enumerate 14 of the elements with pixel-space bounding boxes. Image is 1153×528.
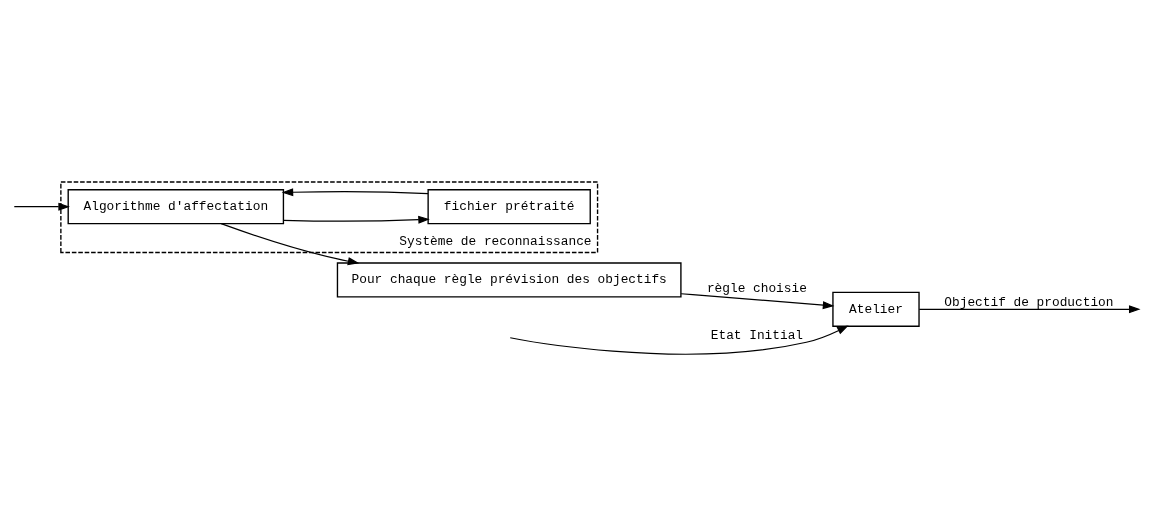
edge-label: règle choisie	[706, 280, 807, 296]
node-box: Atelier	[832, 291, 920, 327]
arrow	[13, 202, 70, 211]
node-box: Algorithme d'affectation	[67, 188, 285, 224]
arrow	[509, 324, 849, 355]
edge-label: Objectif de production	[944, 294, 1114, 310]
arrow	[680, 292, 835, 309]
arrow	[282, 215, 430, 224]
edge-label: Etat Initial	[710, 327, 804, 343]
node-box: fichier prétraité	[427, 188, 591, 224]
arrow	[918, 304, 1141, 313]
node-box: Pour chaque règle prévision des objectifs	[336, 261, 682, 298]
arrow	[220, 222, 360, 265]
arrow	[281, 187, 429, 196]
